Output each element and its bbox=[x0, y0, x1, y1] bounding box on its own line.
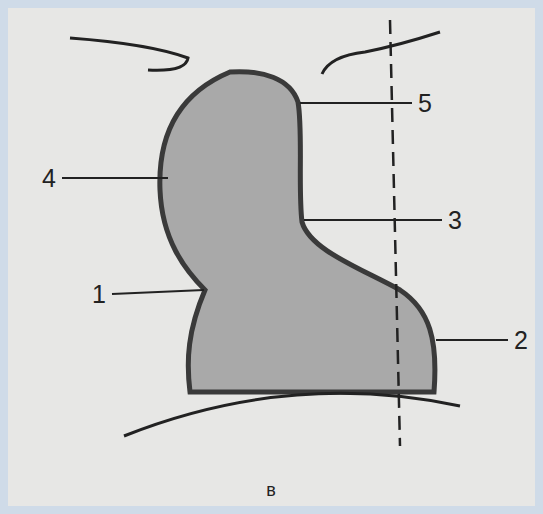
callout-number: 2 bbox=[514, 328, 528, 353]
midline-dashed bbox=[390, 20, 400, 446]
cardiac-silhouette bbox=[160, 72, 435, 392]
paper-ground bbox=[8, 8, 535, 506]
right-clavicle bbox=[322, 32, 440, 74]
leader-line bbox=[112, 290, 204, 294]
callout-number: 1 bbox=[92, 282, 106, 307]
callout-number: 3 bbox=[448, 208, 462, 233]
leader-line bbox=[304, 219, 442, 221]
leader-line bbox=[62, 177, 168, 179]
callout-number: 5 bbox=[418, 91, 432, 116]
leader-line bbox=[300, 102, 412, 104]
diaphragm-line bbox=[124, 393, 460, 436]
leader-line bbox=[436, 339, 508, 341]
left-clavicle bbox=[70, 38, 188, 70]
callout-number: 4 bbox=[42, 166, 56, 191]
figure-letter: в bbox=[266, 481, 276, 499]
